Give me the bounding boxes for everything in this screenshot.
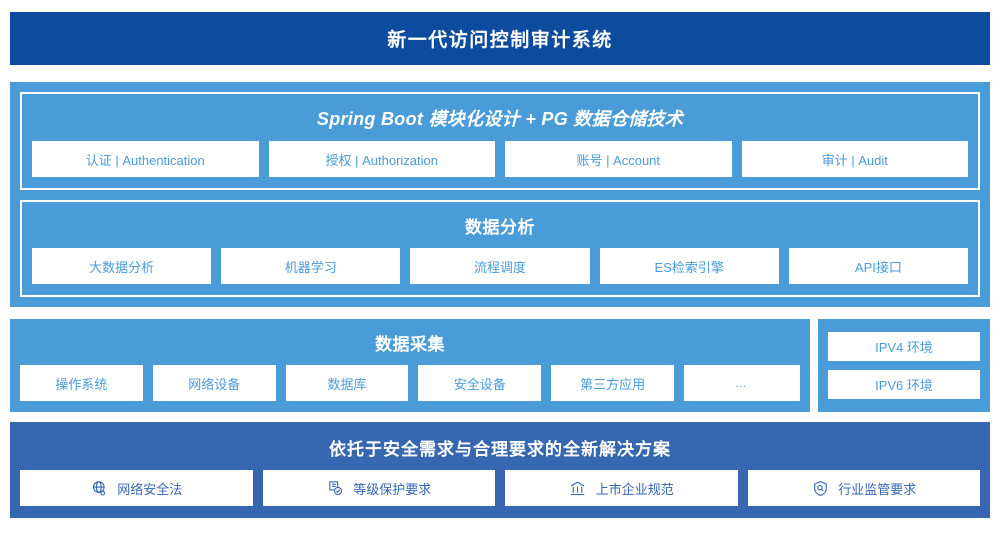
analysis-card-process-scheduling[interactable]: 流程调度 xyxy=(410,248,590,284)
environment-card-ipv6[interactable]: IPV6 环境 xyxy=(828,370,980,399)
compliance-card-industry-regulation[interactable]: 行业监管要求 xyxy=(747,470,980,506)
analysis-card-machine-learning[interactable]: 机器学习 xyxy=(221,248,401,284)
compliance-card-label: 行业监管要求 xyxy=(838,481,917,497)
page-title: 新一代访问控制审计系统 xyxy=(387,30,613,51)
compliance-card-label: 上市企业规范 xyxy=(595,481,674,497)
platform-card-audit[interactable]: 审计 | Audit xyxy=(741,141,968,177)
compliance-card-label: 等级保护要求 xyxy=(353,481,432,497)
collection-panel: 数据采集 操作系统 网络设备 数据库 安全设备 第三方应用 … xyxy=(10,319,810,412)
platform-card-account[interactable]: 账号 | Account xyxy=(505,141,732,177)
analysis-card-es-search[interactable]: ES检索引擎 xyxy=(599,248,779,284)
platform-card-authentication[interactable]: 认证 | Authentication xyxy=(32,141,259,177)
collection-card-operating-system[interactable]: 操作系统 xyxy=(20,365,143,401)
architecture-diagram-page: 新一代访问控制审计系统 Spring Boot 模块化设计 + PG 数据仓储技… xyxy=(0,12,1000,541)
globe-icon xyxy=(90,479,108,497)
compliance-card-classified-protection[interactable]: 等级保护要求 xyxy=(262,470,495,506)
collection-card-third-party-app[interactable]: 第三方应用 xyxy=(551,365,674,401)
environment-card-ipv4[interactable]: IPV4 环境 xyxy=(828,332,980,361)
compliance-panel: 依托于安全需求与合理要求的全新解决方案 网络安全法 xyxy=(10,422,990,518)
analysis-card-api[interactable]: API接口 xyxy=(788,248,969,284)
collection-row: 数据采集 操作系统 网络设备 数据库 安全设备 第三方应用 … IPV4 环境 … xyxy=(10,319,990,412)
platform-card-authorization[interactable]: 授权 | Authorization xyxy=(268,141,495,177)
environment-panel: IPV4 环境 IPV6 环境 xyxy=(818,319,990,412)
compliance-title: 依托于安全需求与合理要求的全新解决方案 xyxy=(329,440,671,459)
analysis-card-bigdata[interactable]: 大数据分析 xyxy=(32,248,212,284)
collection-card-row: 操作系统 网络设备 数据库 安全设备 第三方应用 … xyxy=(20,365,800,401)
platform-group: Spring Boot 模块化设计 + PG 数据仓储技术 认证 | Authe… xyxy=(20,92,980,190)
analysis-card-row: 大数据分析 机器学习 流程调度 ES检索引擎 API接口 xyxy=(32,248,969,284)
platform-group-title: Spring Boot 模块化设计 + PG 数据仓储技术 xyxy=(316,109,684,129)
document-check-icon xyxy=(326,479,344,497)
collection-card-security-device[interactable]: 安全设备 xyxy=(418,365,542,401)
collection-card-more[interactable]: … xyxy=(683,365,800,401)
compliance-card-cybersecurity-law[interactable]: 网络安全法 xyxy=(20,470,253,506)
platform-analysis-panel: Spring Boot 模块化设计 + PG 数据仓储技术 认证 | Authe… xyxy=(10,82,990,307)
compliance-card-listed-company[interactable]: 上市企业规范 xyxy=(505,470,738,506)
page-header: 新一代访问控制审计系统 xyxy=(10,12,990,65)
collection-group-title: 数据采集 xyxy=(375,335,445,354)
collection-card-network-device[interactable]: 网络设备 xyxy=(152,365,276,401)
platform-card-row: 认证 | Authentication 授权 | Authorization 账… xyxy=(32,141,968,177)
analysis-group: 数据分析 大数据分析 机器学习 流程调度 ES检索引擎 API接口 xyxy=(20,200,980,297)
analysis-group-title: 数据分析 xyxy=(465,218,535,237)
bank-icon xyxy=(569,479,587,497)
compliance-card-label: 网络安全法 xyxy=(117,481,183,497)
shield-search-icon xyxy=(811,479,829,497)
collection-card-database[interactable]: 数据库 xyxy=(285,365,409,401)
compliance-card-row: 网络安全法 等级保护要求 xyxy=(20,470,980,506)
